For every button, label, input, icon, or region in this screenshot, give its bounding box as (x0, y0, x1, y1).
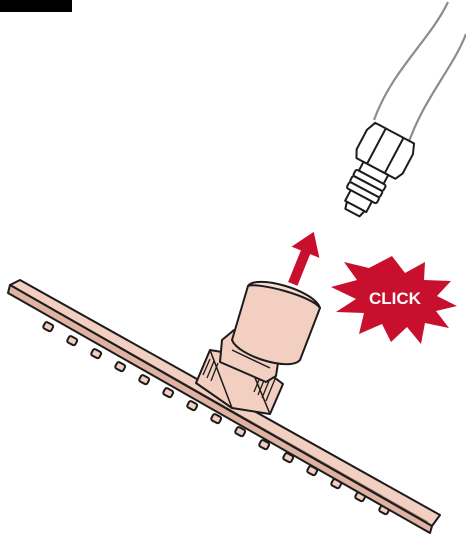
hose-icon (374, 2, 466, 150)
up-arrow-icon (279, 226, 328, 289)
hose-connector-icon (329, 121, 417, 225)
corner-tab (0, 0, 72, 12)
click-burst: CLICK (331, 256, 457, 344)
click-label: CLICK (369, 289, 422, 308)
